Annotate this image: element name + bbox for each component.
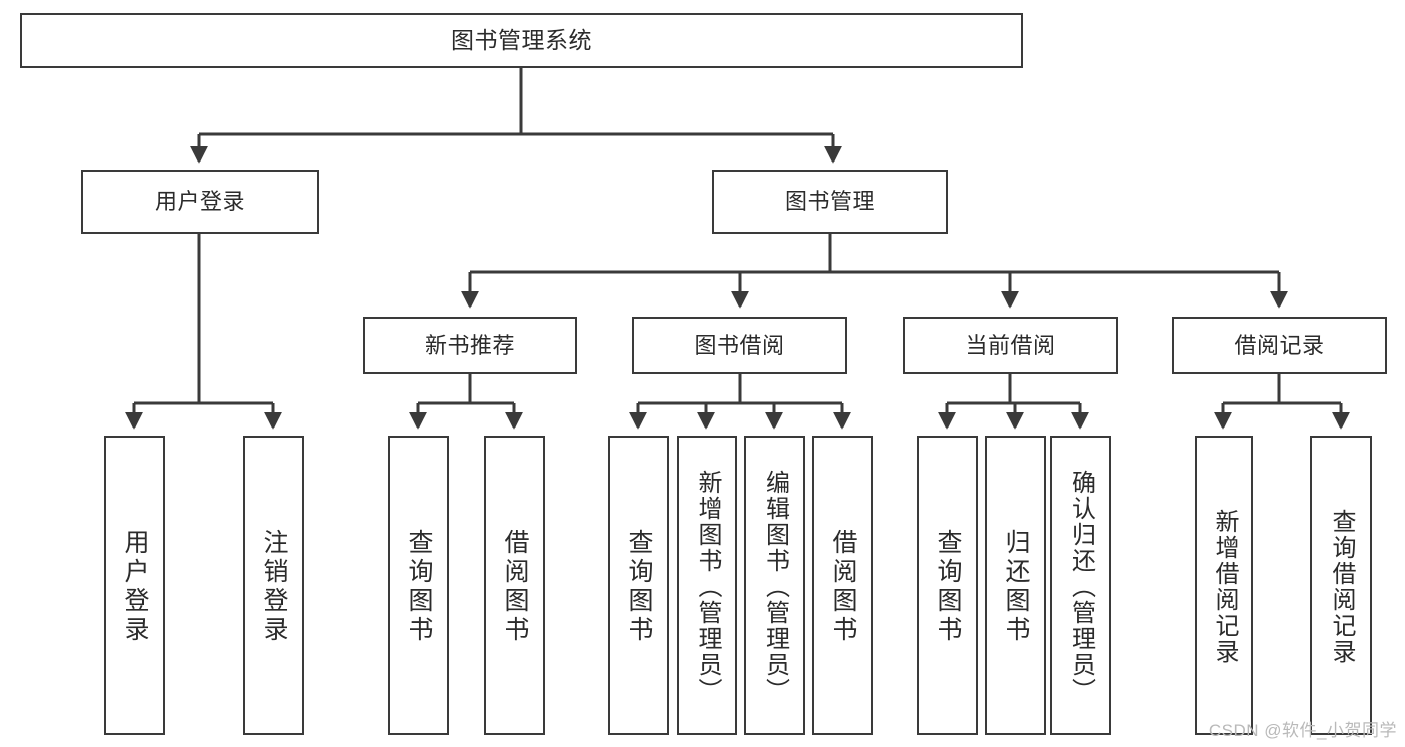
node-label: 注销登录 [260,528,288,645]
node-book-borrow[interactable]: 图书借阅 [632,317,847,374]
leaf-confirm-return-admin[interactable]: 确认归还（管理员） [1050,436,1111,735]
node-label: 查询图书 [934,528,962,645]
node-user-login[interactable]: 用户登录 [81,170,319,234]
node-label: 确认归还（管理员） [1067,469,1095,704]
leaf-user-logout[interactable]: 注销登录 [243,436,304,735]
leaf-query-borrow-record[interactable]: 查询借阅记录 [1310,436,1372,735]
node-label: 用户登录 [154,189,245,215]
node-label: 图书借阅 [694,332,785,358]
node-root-book-management-system[interactable]: 图书管理系统 [20,13,1023,68]
node-label: 图书管理 [784,189,875,215]
node-label: 新增借阅记录 [1211,508,1238,665]
leaf-add-borrow-record[interactable]: 新增借阅记录 [1195,436,1253,735]
node-label: 查询借阅记录 [1328,508,1355,665]
leaf-borrow-book-recommend[interactable]: 借阅图书 [484,436,545,735]
node-label: 查询图书 [405,528,433,645]
node-current-borrow[interactable]: 当前借阅 [903,317,1118,374]
leaf-query-book-recommend[interactable]: 查询图书 [388,436,449,735]
node-borrow-record[interactable]: 借阅记录 [1172,317,1387,374]
node-new-book-recommend[interactable]: 新书推荐 [363,317,577,374]
node-label: 借阅图书 [829,528,857,645]
leaf-borrow-book[interactable]: 借阅图书 [812,436,873,735]
leaf-query-book-current[interactable]: 查询图书 [917,436,978,735]
node-label: 查询图书 [625,528,653,645]
leaf-user-login[interactable]: 用户登录 [104,436,165,735]
node-book-management[interactable]: 图书管理 [712,170,948,234]
node-label: 借阅记录 [1234,332,1325,358]
leaf-add-book-admin[interactable]: 新增图书（管理员） [677,436,737,735]
node-label: 借阅图书 [501,528,529,645]
node-label: 归还图书 [1002,528,1030,645]
csdn-watermark: CSDN @软件_小贺同学 [1208,721,1397,740]
node-label: 图书管理系统 [451,27,592,54]
node-label: 新增图书（管理员） [694,469,721,704]
node-label: 用户登录 [121,528,149,645]
node-label: 新书推荐 [424,332,515,358]
node-label: 编辑图书（管理员） [761,469,789,704]
node-label: 当前借阅 [965,332,1056,358]
leaf-edit-book-admin[interactable]: 编辑图书（管理员） [744,436,805,735]
leaf-query-book-borrow[interactable]: 查询图书 [608,436,669,735]
leaf-return-book[interactable]: 归还图书 [985,436,1046,735]
